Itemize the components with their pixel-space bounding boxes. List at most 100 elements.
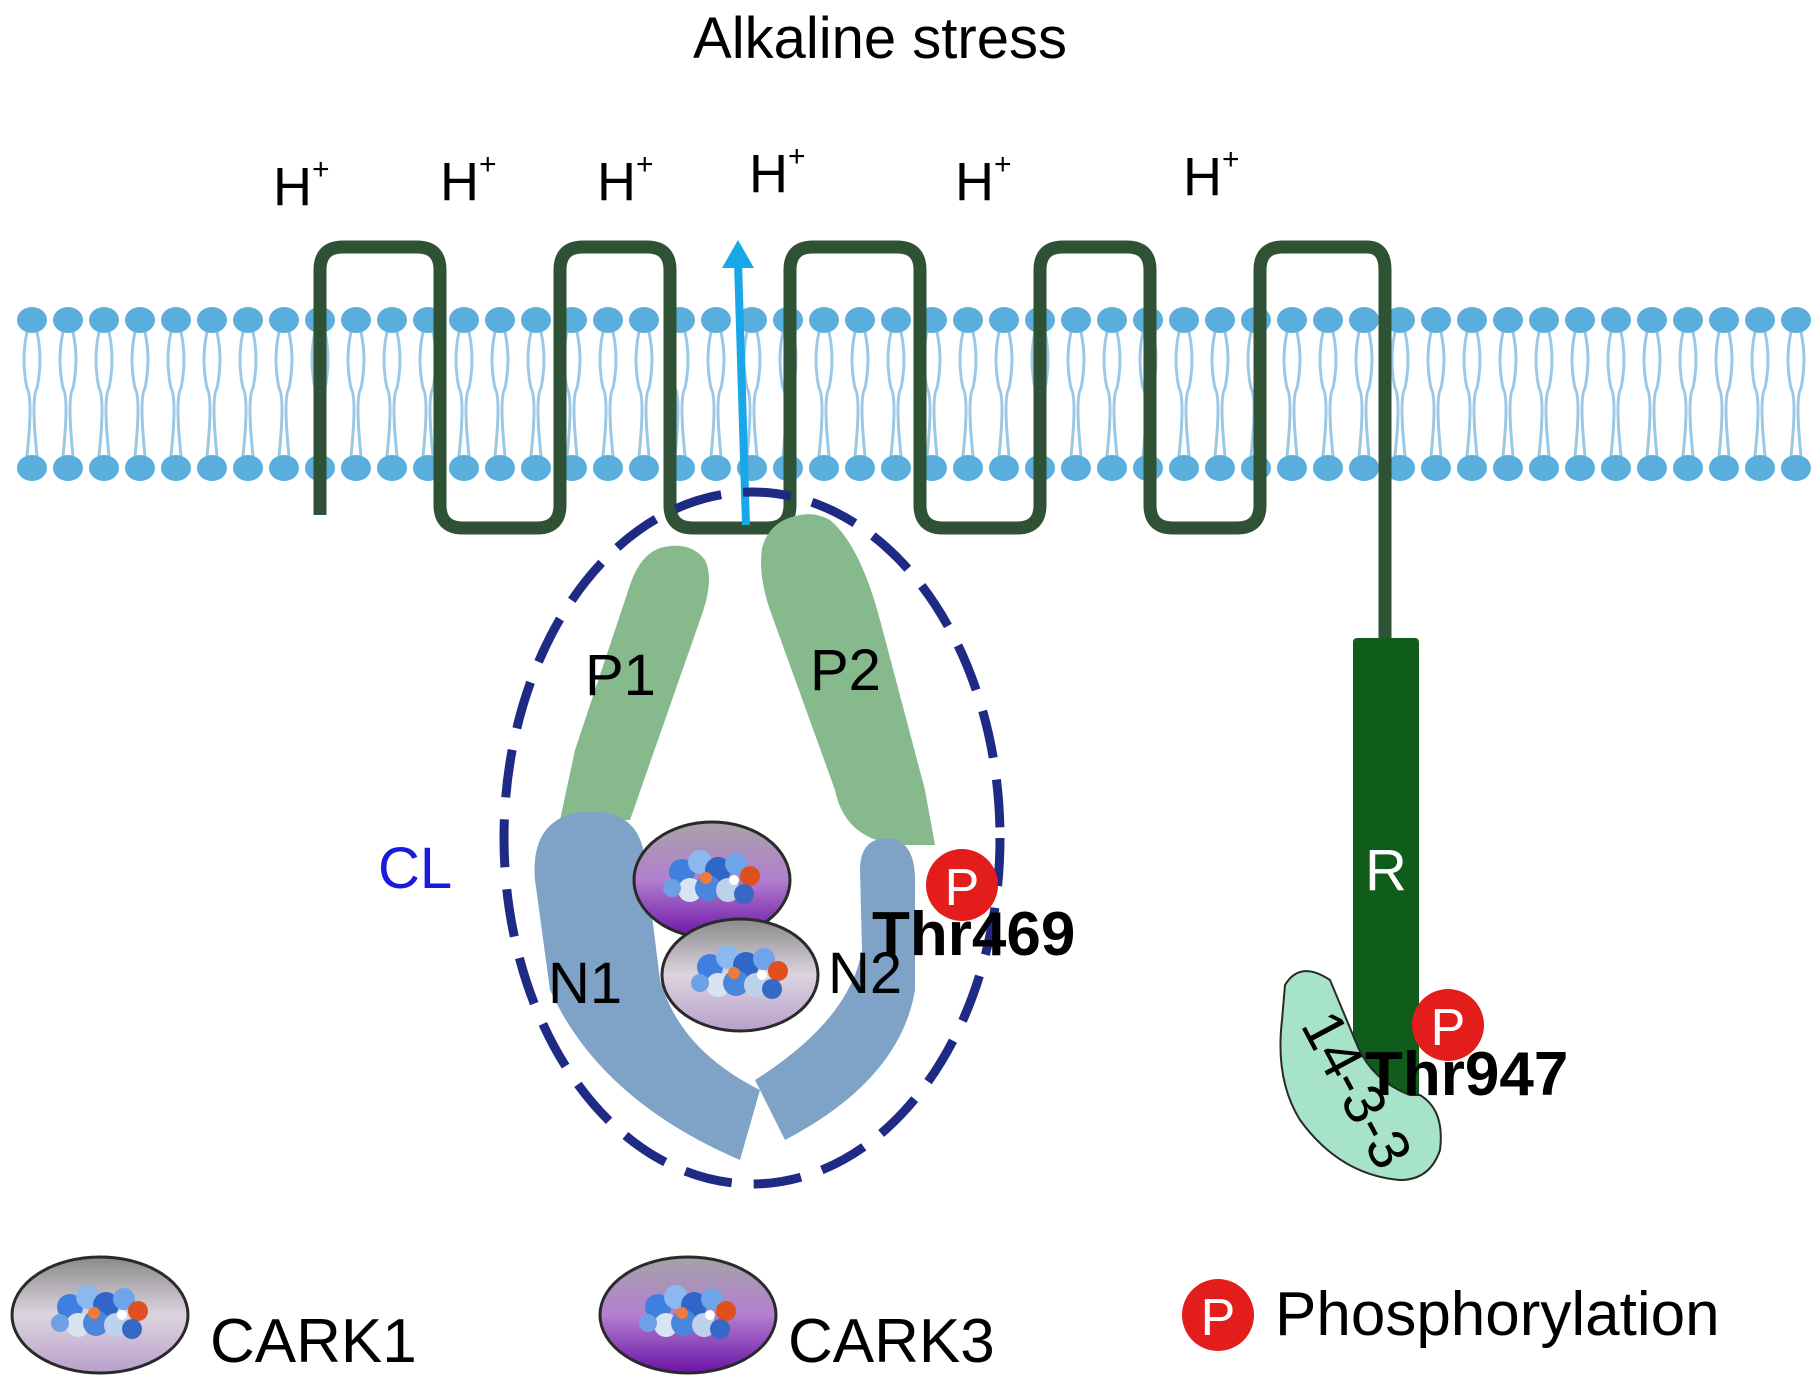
lipid-tail — [1606, 331, 1626, 457]
lipid-head — [1097, 307, 1127, 333]
lipid-head — [1457, 307, 1487, 333]
lipid-head — [1385, 307, 1415, 333]
lipid-head — [1745, 455, 1775, 481]
fourteen33-protein — [1279, 970, 1442, 1182]
lipid-head — [1385, 455, 1415, 481]
n1-label: N1 — [548, 951, 622, 1016]
lipid-tail — [274, 331, 294, 457]
transmembrane-helices — [313, 240, 1392, 640]
lipid-head — [521, 455, 551, 481]
lipid-head — [1061, 307, 1091, 333]
lipid-head — [701, 455, 731, 481]
lipid-head — [377, 307, 407, 333]
lipid-tail — [598, 331, 618, 457]
lipid-tail — [1318, 331, 1338, 457]
lipid-tail — [346, 331, 366, 457]
lipid-head — [161, 307, 191, 333]
proton-label: H+ — [749, 140, 806, 204]
lipid-head — [125, 307, 155, 333]
lipid-head — [989, 307, 1019, 333]
legend: CARK1 CARK3 P Phosphorylation — [10, 1255, 1720, 1376]
lipid-tail — [1066, 331, 1086, 457]
thr469-label: Thr469 — [872, 900, 1075, 969]
p2-domain — [761, 514, 935, 845]
lipid-head — [1565, 307, 1595, 333]
n2-domain — [755, 838, 915, 1140]
lipid-tail — [850, 331, 870, 457]
legend-cark1-label: CARK1 — [210, 1307, 417, 1376]
lipid-head — [269, 455, 299, 481]
lipid-head — [1673, 307, 1703, 333]
p1-label: P1 — [585, 643, 656, 708]
lipid-head — [1349, 307, 1379, 333]
lipid-tail — [454, 331, 474, 457]
lipid-head — [1637, 455, 1667, 481]
lipid-tail — [130, 331, 150, 457]
proton-label: H+ — [597, 148, 654, 212]
r-label: R — [1365, 838, 1407, 903]
lipid-head — [1349, 455, 1379, 481]
proton-label: H+ — [273, 153, 330, 217]
lipid-tail — [1354, 331, 1374, 457]
lipid-head — [845, 307, 875, 333]
p1-domain — [560, 545, 709, 820]
lipid-head — [1709, 455, 1739, 481]
lipid-tail — [382, 331, 402, 457]
lipid-tail — [958, 331, 978, 457]
lipid-head — [1781, 307, 1811, 333]
cl-label: CL — [378, 836, 452, 901]
lipid-head — [1421, 307, 1451, 333]
lipid-tail — [706, 331, 726, 457]
lipid-head — [1601, 307, 1631, 333]
lipid-head — [377, 455, 407, 481]
legend-phosphorylation-icon: P — [1182, 1279, 1254, 1351]
lipid-head — [197, 455, 227, 481]
cark3-protein-icon — [632, 820, 792, 940]
lipid-head — [629, 307, 659, 333]
lipid-head — [1565, 455, 1595, 481]
lipid-head — [1061, 455, 1091, 481]
lipid-tail — [634, 331, 654, 457]
phosphorylation-icon: P — [926, 849, 998, 921]
lipid-head — [1169, 307, 1199, 333]
lipid-tail — [1174, 331, 1194, 457]
lipid-head — [1097, 455, 1127, 481]
lipid-head — [1205, 307, 1235, 333]
lipid-head — [1529, 307, 1559, 333]
legend-phosphorylation-label: Phosphorylation — [1275, 1280, 1720, 1349]
lipid-tail — [238, 331, 258, 457]
lipid-tail — [1462, 331, 1482, 457]
lipid-head — [1421, 455, 1451, 481]
p2-label: P2 — [810, 638, 881, 703]
lipid-head — [989, 455, 1019, 481]
lipid-head — [809, 307, 839, 333]
lipid-head — [521, 307, 551, 333]
legend-cark1-icon — [10, 1255, 190, 1375]
lipid-head — [341, 455, 371, 481]
lipid-head — [1169, 455, 1199, 481]
lipid-head — [17, 455, 47, 481]
lipid-tail — [1534, 331, 1554, 457]
lipid-head — [701, 307, 731, 333]
lipid-head — [125, 455, 155, 481]
lipid-tail — [94, 331, 114, 457]
lipid-tail — [994, 331, 1014, 457]
r-domain — [1353, 638, 1419, 1103]
thr947-label: Thr947 — [1365, 1040, 1568, 1109]
lipid-head — [53, 455, 83, 481]
lipid-head — [1637, 307, 1667, 333]
svg-text:P: P — [945, 859, 980, 917]
proton-label: H+ — [440, 148, 497, 212]
n2-label: N2 — [828, 941, 902, 1006]
lipid-head — [881, 455, 911, 481]
phosphorylation-icon: P — [1412, 989, 1484, 1061]
lipid-tail — [886, 331, 906, 457]
lipid-head — [953, 307, 983, 333]
lipid-head — [1457, 455, 1487, 481]
proton-labels: H+ H+ H+ H+ H+ H+ — [273, 140, 1240, 217]
proton-label: H+ — [1183, 143, 1240, 207]
lipid-tail — [1642, 331, 1662, 457]
lipid-head — [881, 307, 911, 333]
lipid-head — [845, 455, 875, 481]
lipid-head — [17, 307, 47, 333]
